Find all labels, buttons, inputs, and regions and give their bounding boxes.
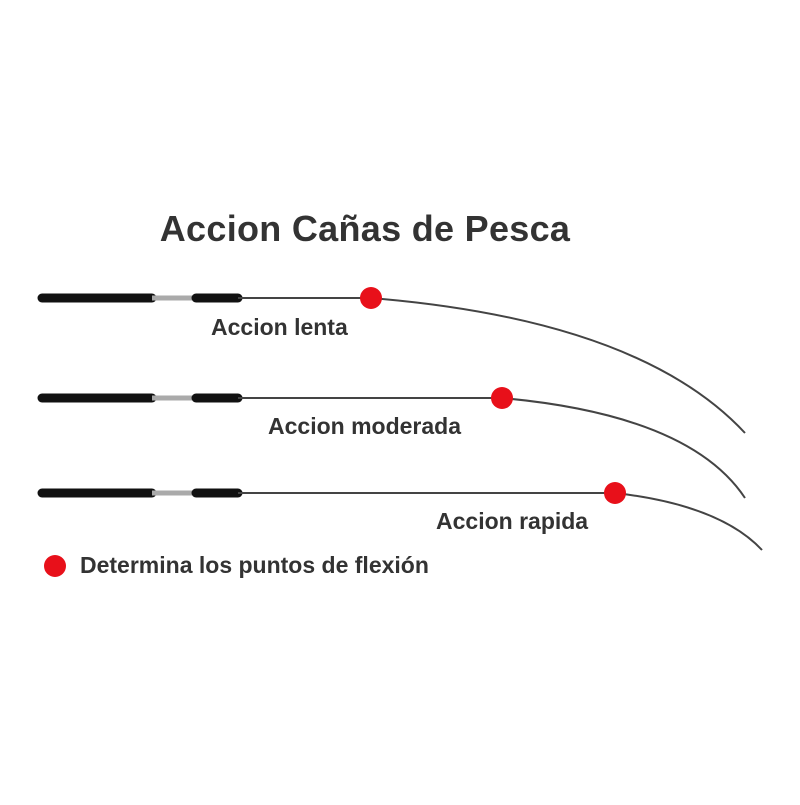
rod-tip-curve <box>370 297 746 434</box>
rod-label-slow: Accion lenta <box>211 314 348 340</box>
legend: Determina los puntos de flexión <box>44 552 429 579</box>
flex-point-dot <box>604 482 626 504</box>
rod-label-moderate: Accion moderada <box>268 413 461 439</box>
rod-label-fast: Accion rapida <box>436 508 589 534</box>
red-dot-icon <box>44 554 66 577</box>
diagram-title: Accion Cañas de Pesca <box>159 208 571 249</box>
rod-fast-action <box>37 482 763 551</box>
flex-point-dot <box>491 387 513 409</box>
legend-text: Determina los puntos de flexión <box>80 552 429 578</box>
rod-moderate-action <box>37 387 746 499</box>
flex-point-dot <box>360 287 382 309</box>
rod-tip-curve <box>614 492 763 551</box>
rod-slow-action <box>37 287 746 434</box>
rod-tip-curve <box>501 397 746 499</box>
